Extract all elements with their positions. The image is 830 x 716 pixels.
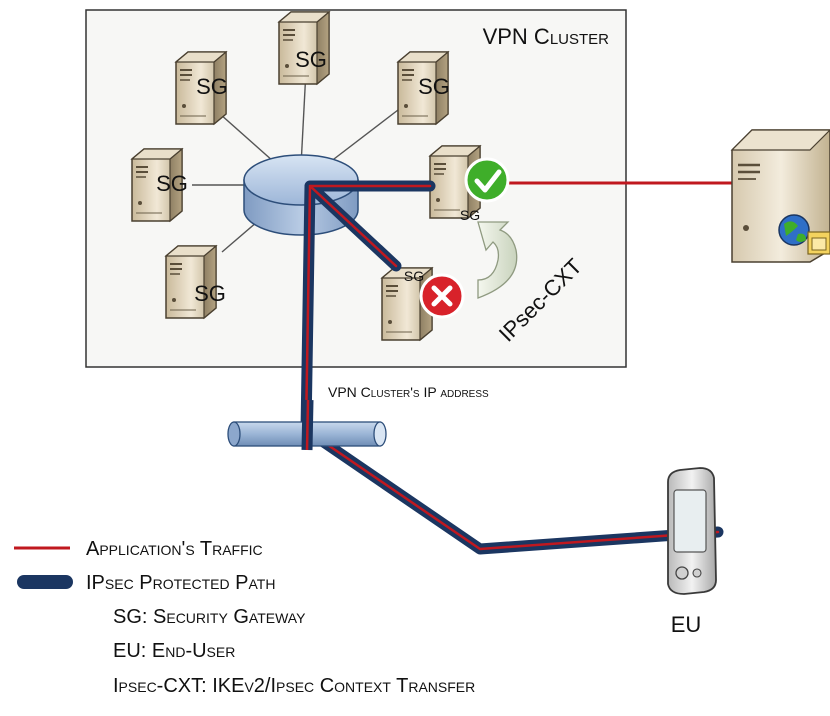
checkmark-icon — [464, 157, 510, 203]
svg-text:SG: SG — [196, 74, 228, 99]
svg-text:SG: SG — [295, 47, 327, 72]
cluster-title: VPN Cluster — [483, 24, 610, 49]
curved-arrow-icon — [477, 221, 518, 299]
eu-label: EU — [671, 612, 702, 637]
web-server-icon — [730, 129, 830, 263]
svg-text:SG: SG — [404, 268, 424, 284]
legend-cxt-def: Ipsec-CXT: IKEv2/Ipsec Context Transfer — [113, 675, 475, 697]
sg-server-active: SG — [429, 145, 481, 223]
legend-ipsec-path: IPsec Protected Path — [86, 572, 275, 594]
sg-server-top: SG — [278, 11, 330, 85]
svg-text:SG: SG — [156, 171, 188, 196]
sg-server-left: SG — [131, 148, 188, 222]
legend: Application's Traffic IPsec Protected Pa… — [14, 538, 475, 697]
pda-device-icon — [667, 467, 717, 595]
sg-server-bottom-left: SG — [165, 245, 226, 319]
sg-server-top-right: SG — [397, 51, 450, 125]
svg-text:SG: SG — [194, 281, 226, 306]
cluster-ip-label: VPN Cluster's IP address — [328, 384, 489, 400]
router-icon — [243, 154, 359, 236]
x-mark-icon — [419, 273, 465, 319]
legend-eu-def: EU: End-User — [113, 640, 235, 662]
svg-text:SG: SG — [418, 74, 450, 99]
svg-text:SG: SG — [460, 207, 480, 223]
legend-sg-def: SG: Security Gateway — [113, 606, 306, 628]
sg-server-failed: SG — [381, 267, 433, 341]
legend-app-traffic: Application's Traffic — [86, 538, 263, 560]
ipsec-protected-path — [300, 180, 724, 555]
sg-server-top-left: SG — [175, 51, 228, 125]
